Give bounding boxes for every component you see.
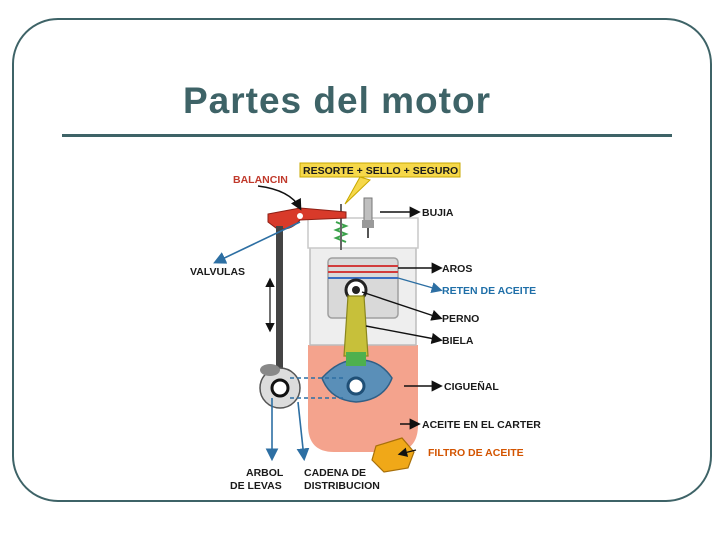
label-valvulas: VALVULAS [190, 266, 245, 278]
label-balancin: BALANCIN [233, 174, 288, 186]
label-arbol-line2: DE LEVAS [230, 480, 282, 492]
label-aceite-carter: ACEITE EN EL CARTER [422, 419, 541, 431]
label-aros: AROS [442, 263, 472, 275]
spark-plug-icon [362, 197, 374, 238]
oil-filter-icon [371, 437, 415, 473]
label-arbol-line1: ARBOL [246, 467, 284, 479]
label-resorte: RESORTE + SELLO + SEGURO [303, 165, 458, 177]
label-bujia: BUJIA [422, 207, 454, 219]
label-cadena-line1: CADENA DE [304, 467, 366, 479]
label-ciguenal: CIGUEÑAL [444, 380, 499, 393]
slide-title: Partes del motor [183, 80, 491, 121]
camshaft-icon [259, 364, 301, 409]
pushrod [276, 226, 283, 372]
label-filtro: FILTRO DE ACEITE [428, 447, 524, 459]
resorte-label-box [299, 162, 461, 178]
label-cadena-line2: DISTRIBUCION [304, 480, 380, 492]
title-underline [62, 134, 672, 137]
label-reten: RETEN DE ACEITE [442, 285, 536, 297]
label-perno: PERNO [442, 313, 479, 325]
connecting-rod [343, 295, 369, 357]
label-biela: BIELA [442, 335, 474, 347]
